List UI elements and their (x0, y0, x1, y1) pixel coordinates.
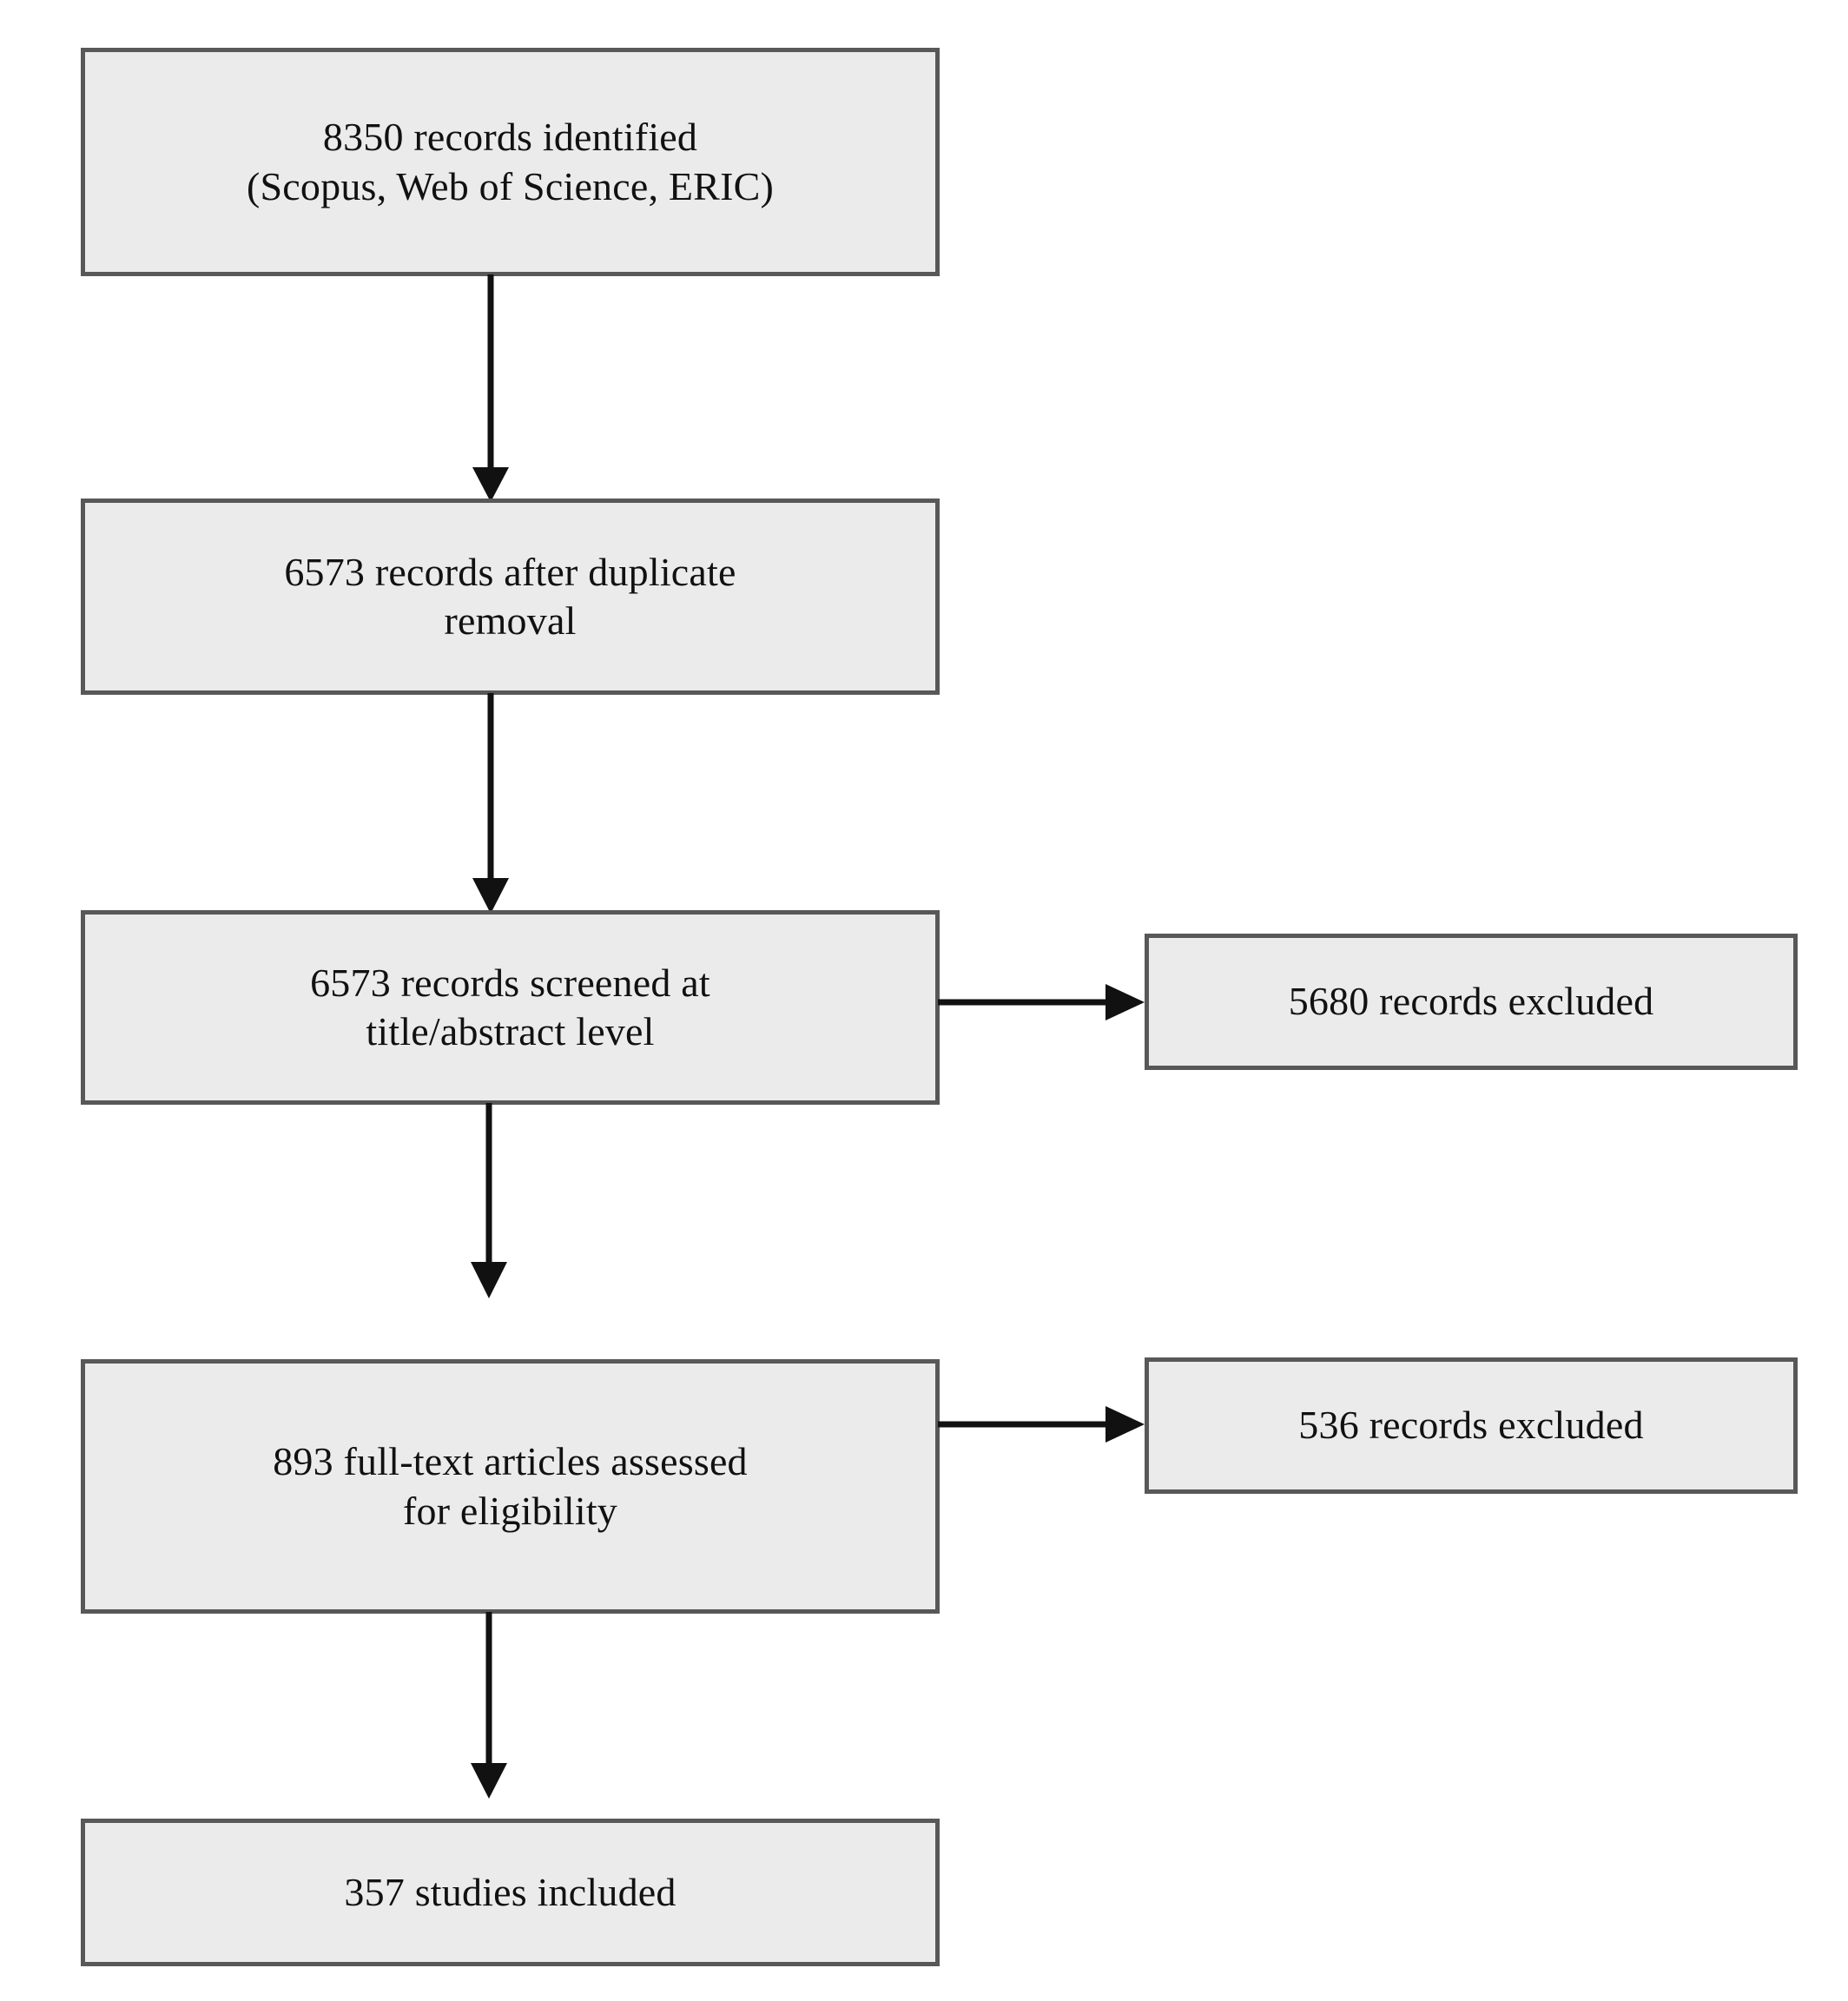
arrow-screened-to-fulltext (463, 1103, 515, 1363)
node-records-excluded-eligibility: 536 records excluded (1145, 1357, 1798, 1494)
arrow-dedup-to-screened (465, 693, 517, 914)
arrow-fulltext-to-excluded (938, 1398, 1150, 1450)
node-records-excluded-screening: 5680 records excluded (1145, 934, 1798, 1070)
node-records-identified-label: 8350 records identified (Scopus, Web of … (247, 115, 774, 208)
node-records-screened-label: 6573 records screened at title/abstract … (310, 960, 710, 1053)
node-fulltext-assessed: 893 full-text articles assessed for elig… (81, 1359, 940, 1614)
node-records-screened: 6573 records screened at title/abstract … (81, 910, 940, 1105)
arrow-screened-to-excluded (938, 976, 1150, 1028)
node-studies-included-label: 357 studies included (344, 1869, 676, 1914)
node-after-duplicate-removal: 6573 records after duplicate removal (81, 499, 940, 695)
arrow-identified-to-dedup (465, 274, 517, 502)
node-fulltext-assessed-label: 893 full-text articles assessed for elig… (273, 1439, 748, 1533)
node-studies-included: 357 studies included (81, 1819, 940, 1966)
node-records-excluded-screening-label: 5680 records excluded (1288, 979, 1654, 1024)
arrow-fulltext-to-included (463, 1612, 515, 1822)
node-records-excluded-eligibility-label: 536 records excluded (1298, 1403, 1644, 1448)
node-after-duplicate-removal-label: 6573 records after duplicate removal (284, 549, 736, 643)
node-records-identified: 8350 records identified (Scopus, Web of … (81, 48, 940, 276)
